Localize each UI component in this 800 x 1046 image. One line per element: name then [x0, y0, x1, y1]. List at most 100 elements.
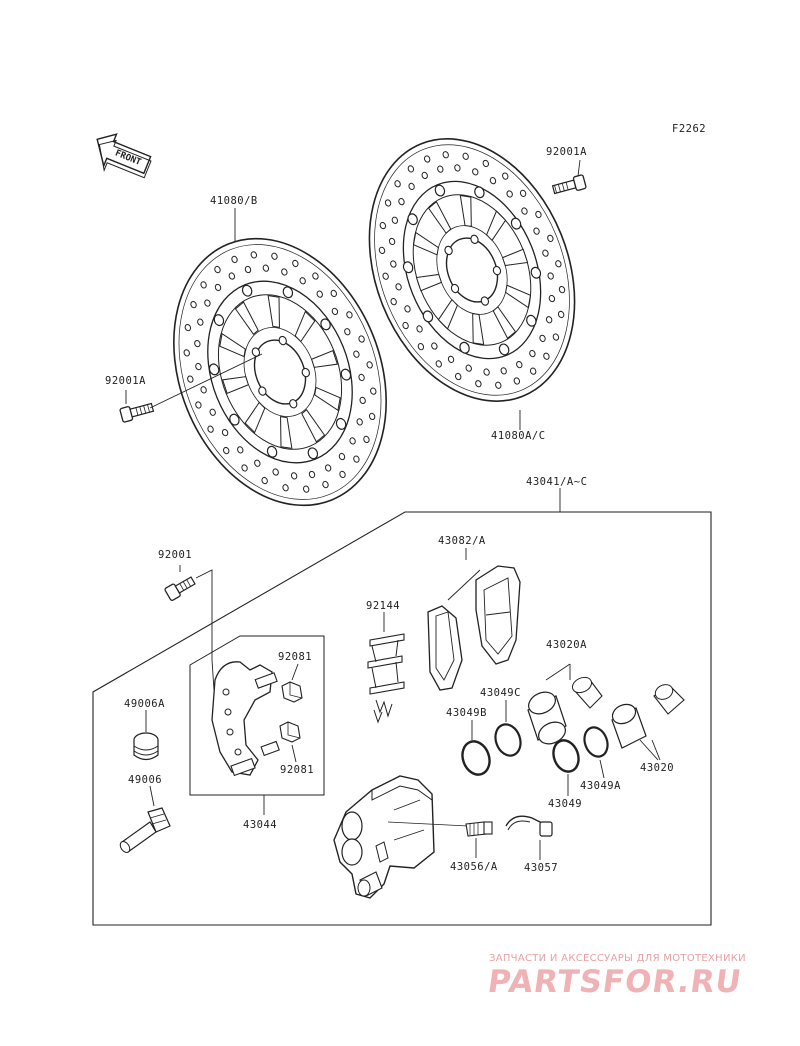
disc-drill-hole	[543, 352, 550, 360]
disc-mount-hole	[289, 399, 298, 409]
disc-carrier-slot	[234, 301, 259, 335]
label-pads: 43082/A	[438, 535, 486, 547]
disc-carrier-slot	[472, 313, 485, 346]
bleeder-valve	[465, 821, 493, 858]
bleeder-cap	[505, 815, 553, 860]
disc-drill-hole	[356, 418, 363, 426]
disc-carrier-slot	[505, 284, 532, 309]
disc-drill-hole	[353, 455, 360, 463]
disc-drill-hole	[421, 171, 428, 180]
disc-drill-hole	[200, 281, 207, 289]
disc-carrier-slot	[314, 386, 341, 412]
disc-drill-hole	[250, 251, 258, 259]
label-seal-49b: 43049B	[446, 707, 487, 719]
disc-drill-hole	[368, 412, 376, 421]
disc-drill-hole	[358, 373, 365, 382]
disc-button	[335, 417, 347, 430]
disc-drill-hole	[223, 446, 230, 455]
disc-drill-hole	[539, 334, 546, 342]
disc-button	[459, 341, 470, 354]
disc-drill-hole	[237, 446, 244, 454]
label-bracket-bolt: 92001	[158, 549, 193, 561]
disc-drill-hole	[324, 464, 332, 472]
disc-drill-hole	[495, 381, 502, 389]
disc-carrier-slot	[280, 416, 293, 449]
disc-button	[213, 314, 225, 327]
label-spring: 92144	[366, 600, 401, 612]
disc-button	[241, 284, 253, 297]
disc-drill-hole	[272, 468, 279, 476]
disc-drill-hole	[281, 268, 288, 276]
disc-drill-hole	[187, 375, 194, 383]
disc-drill-hole	[417, 343, 425, 351]
disc-drill-hole	[282, 484, 289, 492]
disc-drill-hole	[378, 246, 386, 255]
seal-49c	[494, 700, 522, 757]
disc-drill-hole	[555, 260, 562, 268]
disc-button	[498, 343, 510, 356]
disc-drill-hole	[302, 485, 310, 493]
disc-carrier-slot	[427, 200, 452, 234]
disc-drill-hole	[402, 321, 409, 330]
caliper-assembly-frame	[92, 488, 712, 926]
label-seal-49a: 43049A	[580, 780, 621, 792]
disc-drill-hole	[408, 182, 415, 191]
disc-drill-hole	[388, 237, 396, 246]
disc-drill-hole	[391, 216, 399, 224]
disc-drill-hole	[194, 339, 201, 348]
disc-carrier-slot	[492, 306, 517, 340]
disc-carrier-slot	[437, 298, 459, 330]
disc-mount-hole	[258, 386, 267, 396]
disc-drill-hole	[221, 428, 229, 437]
disc-drill-hole	[404, 305, 411, 313]
disc-drill-hole	[228, 272, 236, 280]
disc-carrier-slot	[459, 194, 472, 227]
disc-drill-hole	[370, 387, 377, 395]
disc-drill-hole	[200, 386, 207, 394]
disc-drill-hole	[390, 260, 397, 268]
disc-drill-hole	[292, 259, 299, 268]
disc-drill-hole	[299, 277, 306, 285]
disc-carrier-slot	[412, 231, 439, 256]
label-disc-left: 41080/B	[210, 195, 258, 207]
label-pin: 49006	[128, 774, 163, 786]
disc-drill-hole	[209, 408, 216, 416]
figure-code: F2262	[672, 123, 707, 135]
disc-drill-hole	[475, 380, 482, 388]
disc-drill-hole	[502, 172, 509, 180]
disc-drill-hole	[339, 470, 346, 479]
disc-drill-hole	[533, 227, 540, 235]
disc-drill-hole	[454, 164, 461, 172]
pad-clip-bottom	[279, 721, 301, 763]
disc-drill-hole	[184, 323, 192, 332]
disc-drill-hole	[545, 316, 553, 324]
disc-drill-hole	[513, 377, 521, 385]
brake-disc-left	[173, 237, 387, 507]
disc-drill-hole	[558, 285, 566, 294]
disc-mount-hole	[480, 296, 490, 306]
disc-drill-hole	[542, 249, 549, 257]
disc-button	[320, 318, 331, 331]
disc-drill-hole	[407, 165, 415, 173]
disc-drill-hole	[489, 177, 497, 185]
disc-drill-hole	[529, 367, 537, 375]
disc-drill-hole	[316, 290, 323, 298]
disc-drill-hole	[423, 155, 431, 163]
disc-drill-hole	[262, 264, 270, 272]
disc-drill-hole	[529, 349, 536, 358]
disc-drill-hole	[214, 283, 222, 292]
label-piston-large: 43020A	[546, 639, 587, 651]
disc-drill-hole	[353, 350, 360, 358]
disc-mount-hole	[278, 335, 287, 346]
disc-button	[282, 286, 294, 299]
label-disc-right: 41080A/C	[491, 430, 546, 442]
disc-carrier-slot	[301, 409, 326, 443]
seal-49	[552, 739, 580, 796]
disc-drill-hole	[261, 476, 268, 485]
bolt-left	[119, 402, 155, 423]
disc-drill-hole	[482, 159, 489, 168]
disc-drill-hole	[358, 335, 365, 343]
disc-drill-hole	[416, 325, 423, 333]
pin-boot	[133, 710, 159, 761]
label-boot: 49006A	[124, 698, 165, 710]
